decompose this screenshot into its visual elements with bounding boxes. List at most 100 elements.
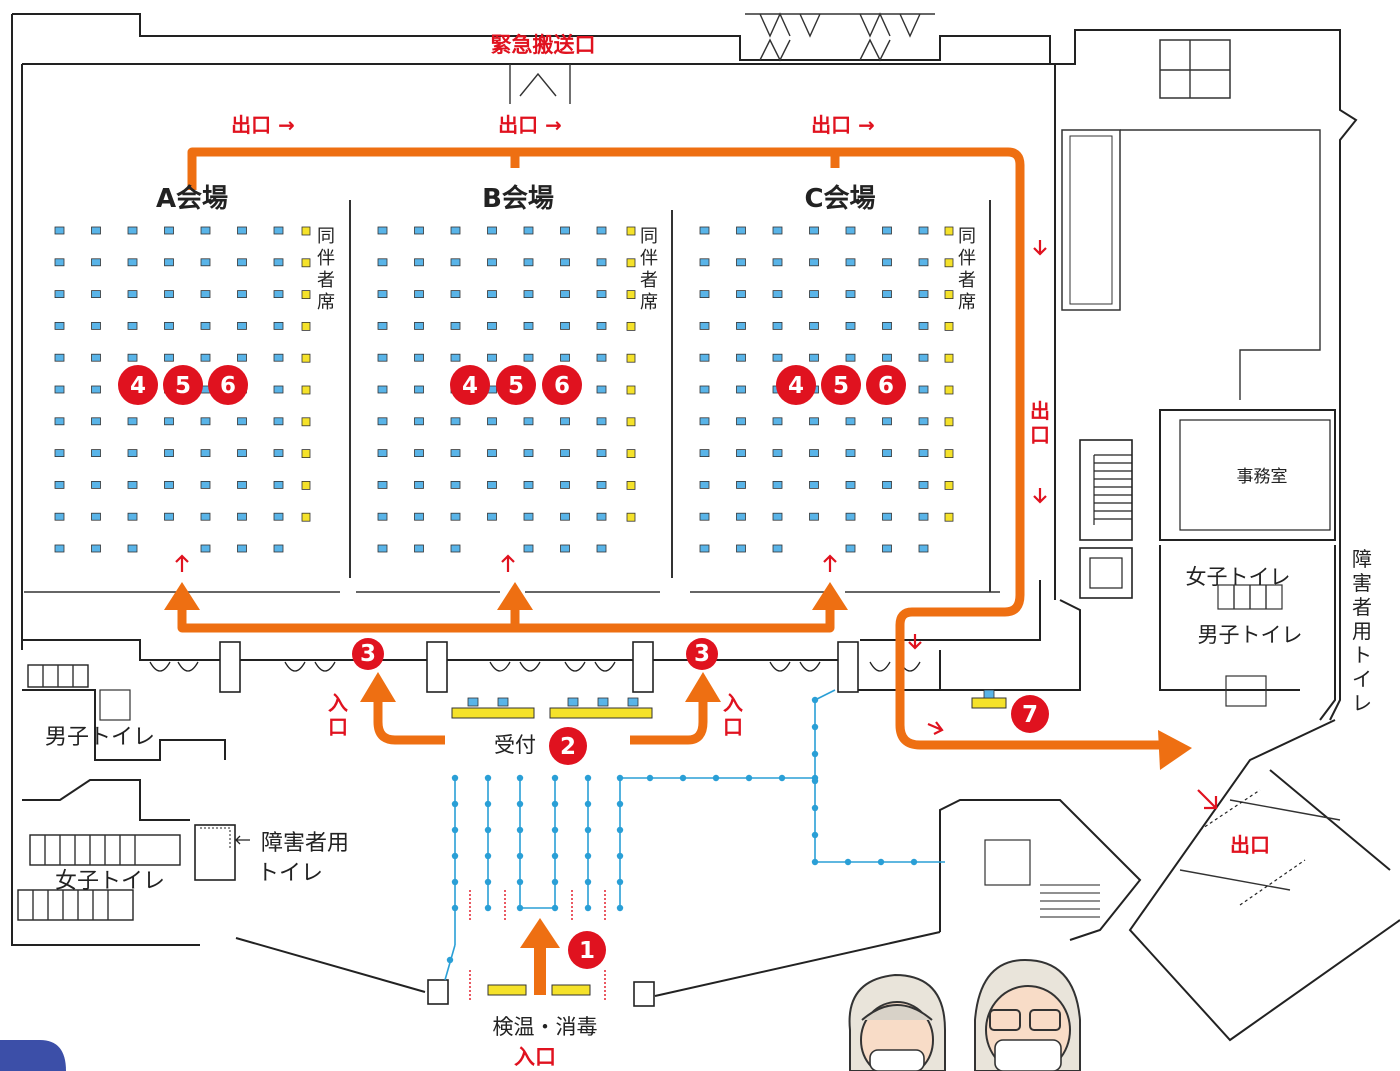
seat: [918, 512, 929, 521]
queue-post: [516, 774, 524, 782]
seat: [845, 512, 856, 521]
companion-seat: [944, 290, 954, 300]
seat: [377, 544, 388, 553]
seat: [127, 544, 138, 553]
seat: [596, 258, 607, 267]
queue-post: [551, 774, 559, 782]
seat: [772, 321, 783, 330]
seat: [523, 353, 534, 362]
companion-seat-label-c: 同 伴 者 席: [958, 226, 976, 313]
queue-post: [446, 956, 454, 964]
seat: [560, 417, 570, 426]
seat: [699, 385, 710, 394]
seat: [450, 321, 461, 330]
seat: [237, 480, 247, 489]
seat: [450, 417, 461, 426]
seat: [127, 321, 138, 330]
svg-text:伴: 伴: [958, 248, 976, 269]
svg-text:者: 者: [958, 270, 976, 291]
seat: [273, 417, 284, 426]
seat: [237, 226, 247, 235]
seat: [54, 258, 65, 267]
seat: [164, 512, 174, 521]
step-5-marker: 5: [508, 373, 524, 399]
seat: [377, 385, 388, 394]
entrance-label-left: 入 口: [328, 691, 348, 739]
queue-post: [616, 904, 624, 912]
seat: [377, 321, 388, 330]
seat: [809, 321, 819, 330]
seat: [845, 353, 856, 362]
seat: [127, 449, 138, 458]
seat: [91, 544, 101, 553]
companion-seat: [626, 290, 636, 300]
svg-text:ト: ト: [1352, 643, 1372, 667]
seat: [377, 226, 388, 235]
seat: [200, 353, 211, 362]
seat: [736, 290, 746, 299]
hall-title-a: A会場: [156, 184, 228, 214]
seat: [450, 480, 461, 489]
queue-post: [551, 852, 559, 860]
companion-seat: [301, 449, 311, 459]
seat: [273, 290, 284, 299]
seat: [414, 321, 424, 330]
seat: [809, 290, 819, 299]
queue-post: [484, 774, 492, 782]
exit-label-bottom-right: 出口: [1230, 833, 1270, 857]
seat: [377, 480, 388, 489]
seat: [882, 353, 892, 362]
seat: [164, 449, 174, 458]
svg-text:伴: 伴: [640, 248, 658, 269]
seat: [736, 385, 746, 394]
seat: [560, 512, 570, 521]
seat: [237, 512, 247, 521]
svg-text:口: 口: [1030, 423, 1050, 447]
step-6-marker: 6: [554, 373, 570, 399]
seat: [164, 321, 174, 330]
seat: [200, 480, 211, 489]
svg-text:出: 出: [1030, 399, 1050, 423]
queue-post: [844, 858, 852, 866]
seat: [918, 417, 929, 426]
companion-seat: [626, 385, 636, 395]
queue-posts: [446, 696, 918, 964]
seat: [54, 290, 65, 299]
arrow-down-icon: [908, 240, 1047, 650]
seat: [699, 353, 710, 362]
companion-seat: [301, 258, 311, 268]
seat: [273, 258, 284, 267]
seat: [560, 226, 570, 235]
seat: [414, 417, 424, 426]
queue-post: [516, 852, 524, 860]
queue-post: [484, 826, 492, 834]
seat: [487, 480, 497, 489]
seat: [54, 226, 65, 235]
seat: [164, 480, 174, 489]
seat: [523, 321, 534, 330]
queue-post: [646, 774, 654, 782]
queue-post: [616, 878, 624, 886]
seat: [736, 480, 746, 489]
seat: [414, 512, 424, 521]
entrance-label-bottom: 入口: [514, 1045, 556, 1069]
queue-post: [584, 826, 592, 834]
companion-seat-label-b: 同 伴 者 席: [640, 226, 658, 313]
seat: [487, 321, 497, 330]
seat: [845, 449, 856, 458]
companion-seat: [626, 417, 636, 427]
svg-text:同: 同: [317, 226, 335, 247]
seat: [127, 258, 138, 267]
seat: [414, 449, 424, 458]
svg-text:レ: レ: [1352, 691, 1372, 715]
accessible-toilet-label-right: 障 害 者 用 ト イ レ: [1352, 547, 1372, 715]
seat: [54, 544, 65, 553]
seat: [450, 512, 461, 521]
queue-post: [811, 723, 819, 731]
seat: [200, 321, 211, 330]
womens-toilet-label-right: 女子トイレ: [1186, 565, 1291, 589]
seat: [237, 449, 247, 458]
seat: [377, 290, 388, 299]
seat: [918, 258, 929, 267]
seat: [54, 417, 65, 426]
